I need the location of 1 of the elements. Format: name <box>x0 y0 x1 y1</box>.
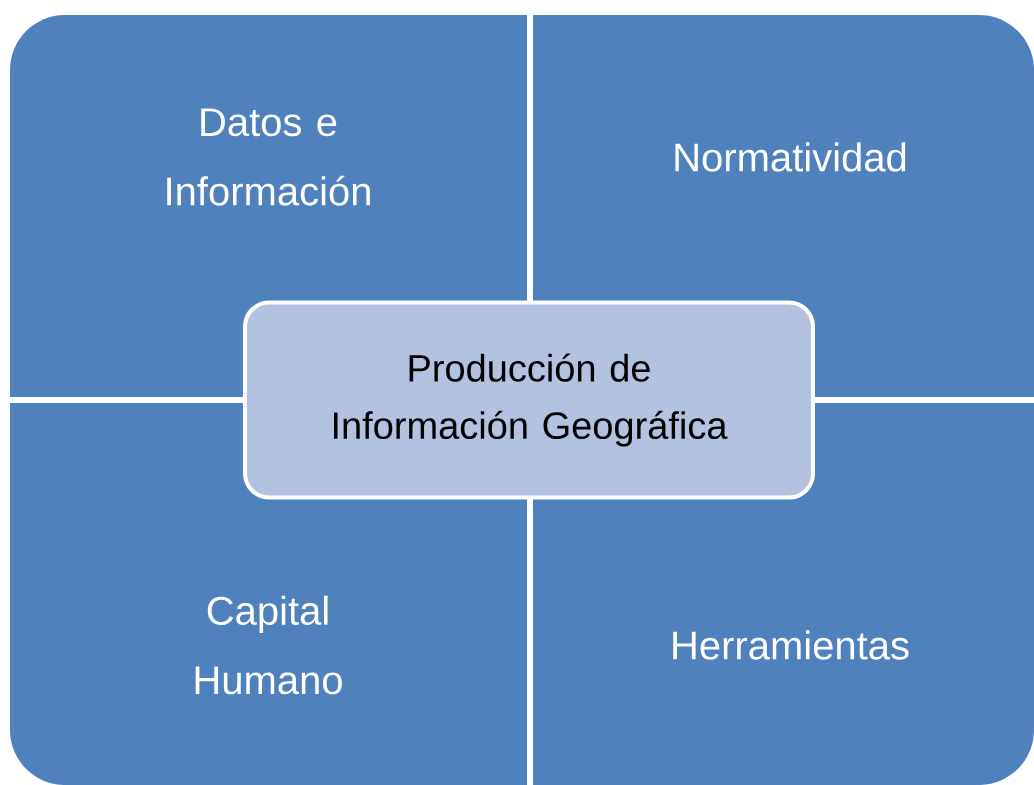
center-box: Producción de Información Geográfica <box>243 300 815 500</box>
